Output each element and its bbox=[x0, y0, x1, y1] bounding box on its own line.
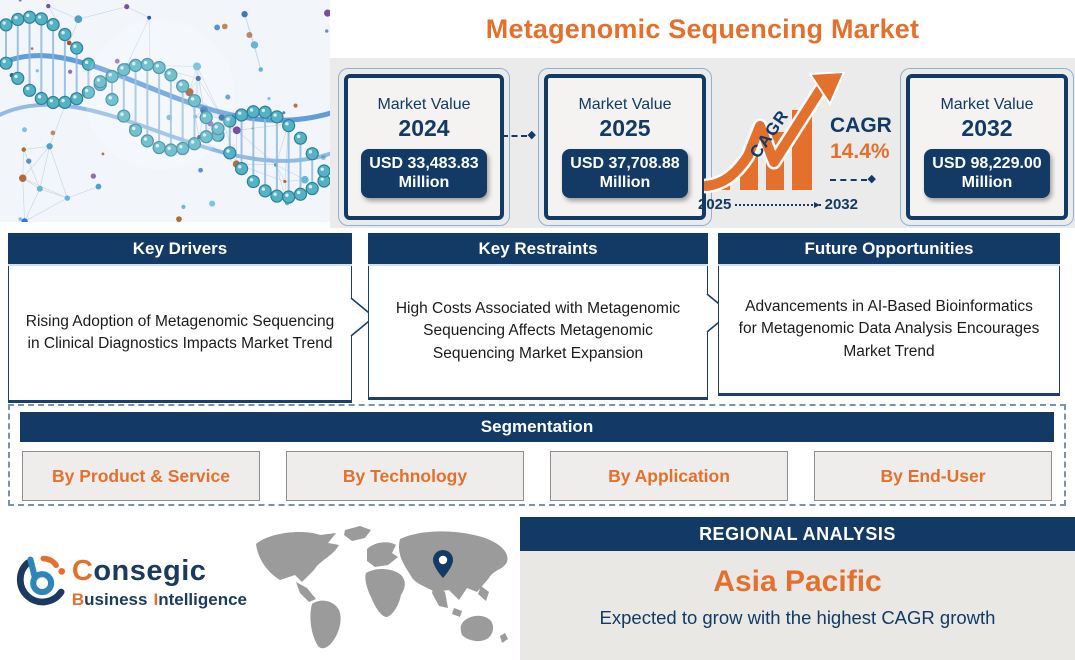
connector-arrow: ◆ bbox=[502, 130, 536, 141]
segmentation-section: Segmentation By Product & Service By Tec… bbox=[8, 404, 1066, 506]
cagr-label: CAGR bbox=[830, 114, 892, 137]
future-opportunities-panel: Future Opportunities Advancements in AI-… bbox=[718, 233, 1060, 396]
segment-by-end-user[interactable]: By End-User bbox=[814, 451, 1052, 501]
consegic-logo-icon bbox=[16, 555, 66, 606]
region-name: Asia Pacific bbox=[713, 565, 882, 598]
key-drivers-title: Key Drivers bbox=[8, 233, 352, 266]
market-value-year: 2024 bbox=[398, 115, 450, 142]
cagr-end-year: 2032 bbox=[824, 196, 858, 213]
segment-by-application[interactable]: By Application bbox=[550, 451, 788, 501]
cagr-value: 14.4% bbox=[830, 140, 890, 163]
cagr-start-year: 2025 bbox=[698, 196, 732, 213]
region-note: Expected to grow with the highest CAGR g… bbox=[599, 607, 996, 628]
key-drivers-panel: Key Drivers Rising Adoption of Metagenom… bbox=[8, 233, 352, 403]
market-value-year: 2025 bbox=[599, 115, 651, 142]
cagr-callout: CAGR 14.4% ◆ bbox=[830, 114, 910, 185]
key-restraints-text: High Costs Associated with Metagenomic S… bbox=[368, 266, 708, 400]
future-opportunities-text: Advancements in AI-Based Bioinformatics … bbox=[718, 266, 1060, 396]
year-range-arrow bbox=[735, 201, 821, 208]
segment-by-technology[interactable]: By Technology bbox=[286, 451, 524, 501]
key-restraints-panel: Key Restraints High Costs Associated wit… bbox=[368, 233, 708, 400]
page-title: Metagenomic Sequencing Market bbox=[485, 13, 920, 44]
cagr-year-range: 2025 2032 bbox=[698, 196, 858, 213]
dna-hero-image bbox=[0, 0, 330, 222]
key-drivers-text: Rising Adoption of Metagenomic Sequencin… bbox=[8, 266, 352, 403]
world-map bbox=[256, 526, 508, 649]
brand-name: Consegic bbox=[71, 554, 207, 587]
segmentation-title: Segmentation bbox=[20, 412, 1054, 442]
market-value-year: 2032 bbox=[961, 115, 1013, 142]
market-value-label: Market Value bbox=[578, 96, 672, 114]
regional-analysis-title: REGIONAL ANALYSIS bbox=[520, 517, 1075, 551]
cagr-growth-chart: CAGR bbox=[704, 72, 846, 194]
segment-by-product-service[interactable]: By Product & Service bbox=[22, 451, 260, 501]
location-pin-icon bbox=[433, 550, 453, 578]
connector-arrow: ◆ bbox=[830, 174, 876, 185]
regional-analysis-section: REGIONAL ANALYSIS Asia Pacific Expected … bbox=[520, 517, 1075, 660]
market-value-label: Market Value bbox=[377, 96, 471, 114]
future-opportunities-title: Future Opportunities bbox=[718, 233, 1060, 266]
key-restraints-title: Key Restraints bbox=[368, 233, 708, 266]
market-value-label: Market Value bbox=[940, 96, 1034, 114]
